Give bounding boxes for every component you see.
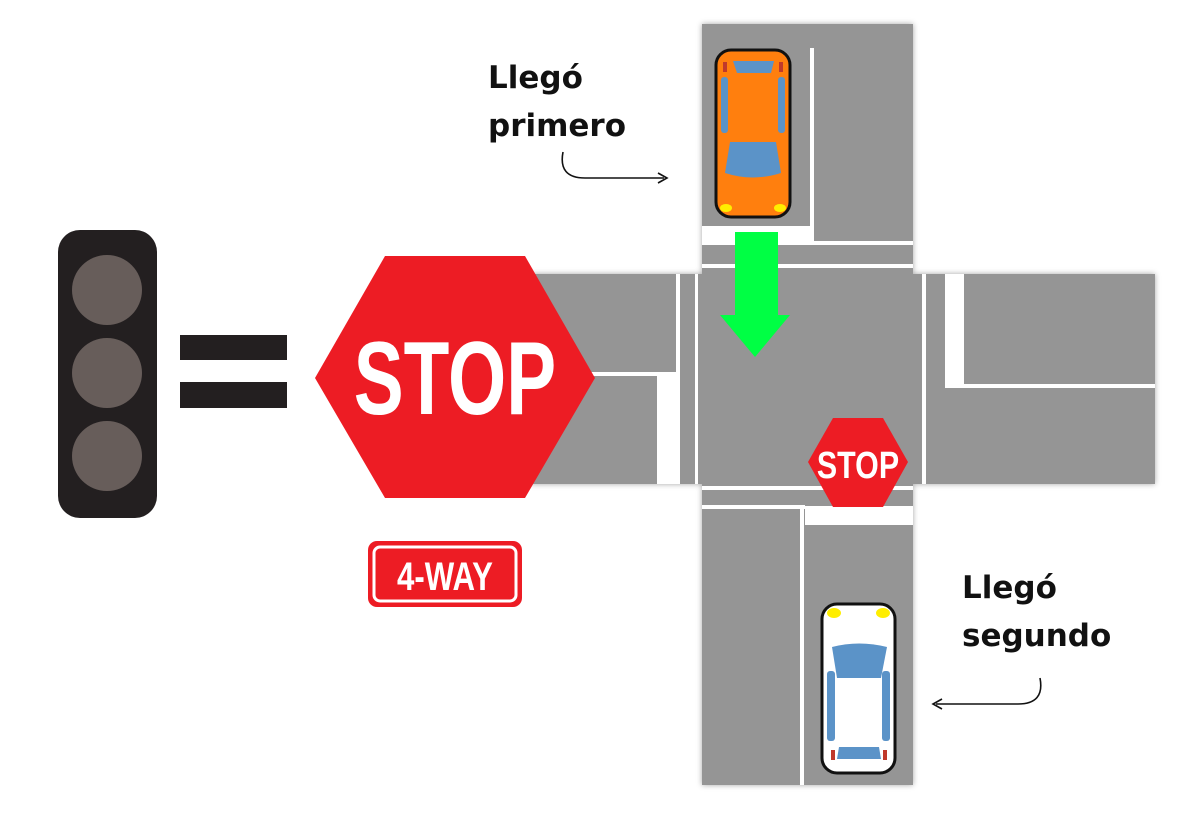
label-first-line2: primero xyxy=(488,108,626,144)
intersection-roads xyxy=(530,24,1155,785)
stop-sign-small-icon: STOP xyxy=(808,418,908,507)
stop-sign-icon: STOP xyxy=(315,256,595,498)
label-second-line1: Llegó xyxy=(962,570,1057,606)
big-stop-text: STOP xyxy=(354,321,557,437)
direction-arrow-icon xyxy=(720,232,790,357)
equals-icon xyxy=(180,335,287,408)
car-icon-second xyxy=(820,602,897,775)
traffic-light-icon xyxy=(58,230,157,518)
four-way-plate: 4-WAY xyxy=(368,541,522,607)
four-way-text: 4-WAY xyxy=(397,554,493,599)
pointer-arrow-icon-second xyxy=(931,677,1042,710)
road-markings xyxy=(530,48,1155,785)
small-stop-text: STOP xyxy=(817,445,899,487)
pointer-arrow-icon-first xyxy=(561,151,669,184)
label-first-line1: Llegó xyxy=(488,60,583,96)
label-second-line2: segundo xyxy=(962,618,1111,654)
car-icon-first xyxy=(714,48,792,219)
